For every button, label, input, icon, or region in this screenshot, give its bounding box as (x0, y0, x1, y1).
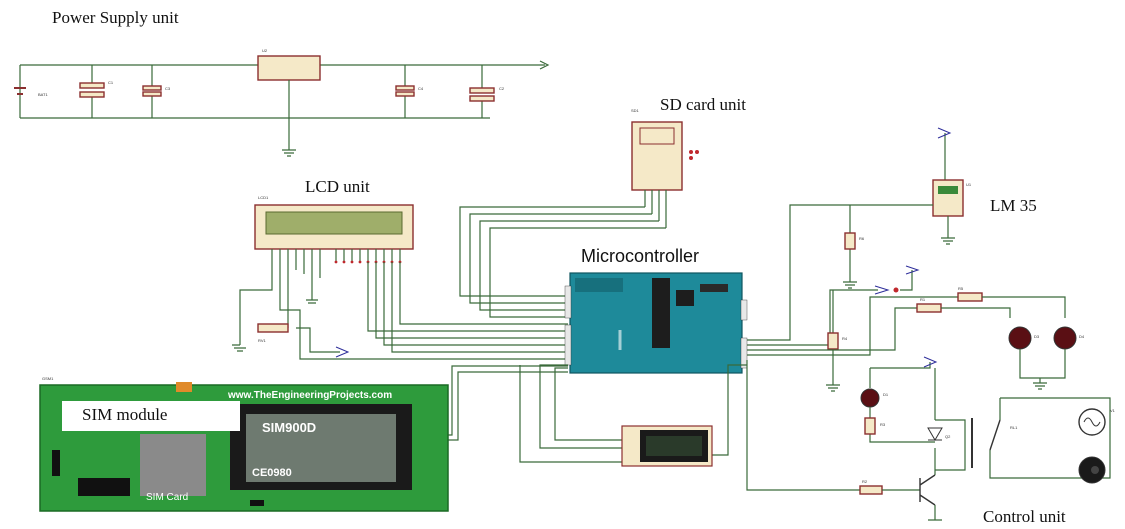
resistor-r4: R4 (826, 290, 848, 392)
svg-text:R6: R6 (859, 236, 865, 241)
resistor-r6: R6 (843, 205, 865, 289)
svg-text:RL1: RL1 (1010, 425, 1018, 430)
svg-text:R2: R2 (862, 479, 868, 484)
relay-rl1: RL1 (935, 418, 1018, 471)
sim-card-label: SIM Card (146, 492, 188, 503)
svg-text:SD1: SD1 (631, 108, 640, 113)
svg-text:C3: C3 (165, 86, 171, 91)
svg-text:Q2: Q2 (945, 434, 951, 439)
resistor-r3: R3 (864, 407, 935, 443)
svg-text:D1: D1 (883, 392, 889, 397)
svg-text:C4: C4 (418, 86, 424, 91)
sd-card-unit: SD card unit SD1 (631, 95, 746, 228)
sd-card-label: SD card unit (660, 95, 746, 114)
svg-text:C1: C1 (108, 80, 114, 85)
svg-text:U1: U1 (966, 182, 972, 187)
control-unit-label: Control unit (983, 507, 1066, 526)
potentiometer-rv1: RV1 (232, 260, 350, 358)
virtual-terminal (519, 364, 747, 467)
svg-text:RV1: RV1 (258, 338, 266, 343)
svg-text:GSM1: GSM1 (42, 376, 54, 381)
sim-module-label: SIM module (82, 405, 167, 424)
regulator-u2: U2 (257, 48, 321, 157)
transistor-q2-switch: R2 (746, 360, 942, 521)
capacitor-c1: C1 (79, 65, 114, 118)
svg-text:R1: R1 (920, 297, 926, 302)
svg-text:D4: D4 (1079, 334, 1085, 339)
resistor-r5: R5 (747, 286, 1066, 356)
svg-text:LCD1: LCD1 (258, 195, 269, 200)
power-supply-label: Power Supply unit (52, 8, 179, 27)
svg-text:R3: R3 (880, 422, 886, 427)
lm35-label: LM 35 (990, 196, 1037, 215)
svg-text:R4: R4 (842, 336, 848, 341)
lm35-sensor: LM 35 U1 (747, 127, 1037, 341)
sim-chip-code: CE0980 (252, 467, 292, 479)
sim-chip-label: SIM900D (262, 420, 316, 435)
led-d3: D3 (1008, 326, 1040, 350)
svg-text:V1: V1 (1110, 408, 1116, 413)
sim-board-url: www.TheEngineeringProjects.com (227, 390, 392, 401)
svg-text:C2: C2 (499, 86, 505, 91)
sim-module: GSM1 www.TheEngineeringProjects.com SIM9… (39, 376, 449, 512)
microcontroller: Microcontroller (564, 246, 748, 374)
power-supply-unit: Power Supply unit BAT1 C1 C3 U2 (14, 8, 550, 157)
capacitor-c3: C3 (142, 65, 171, 118)
capacitor-c4: C4 (395, 65, 424, 118)
led-d4: D4 (1053, 326, 1085, 350)
led-d1: D1 (860, 368, 889, 408)
svg-text:R5: R5 (958, 286, 964, 291)
capacitor-c2: C2 (469, 65, 505, 118)
lcd-unit: LCD unit LCD1 (254, 177, 414, 304)
svg-text:D3: D3 (1034, 334, 1040, 339)
svg-text:BAT1: BAT1 (38, 92, 48, 97)
lcd-label: LCD unit (305, 177, 370, 196)
svg-text:U2: U2 (262, 48, 268, 53)
resistor-r1: R1 (747, 297, 1011, 351)
battery-bat1: BAT1 (14, 87, 48, 97)
microcontroller-label: Microcontroller (581, 246, 699, 266)
control-unit: V1 Control unit (983, 397, 1116, 526)
